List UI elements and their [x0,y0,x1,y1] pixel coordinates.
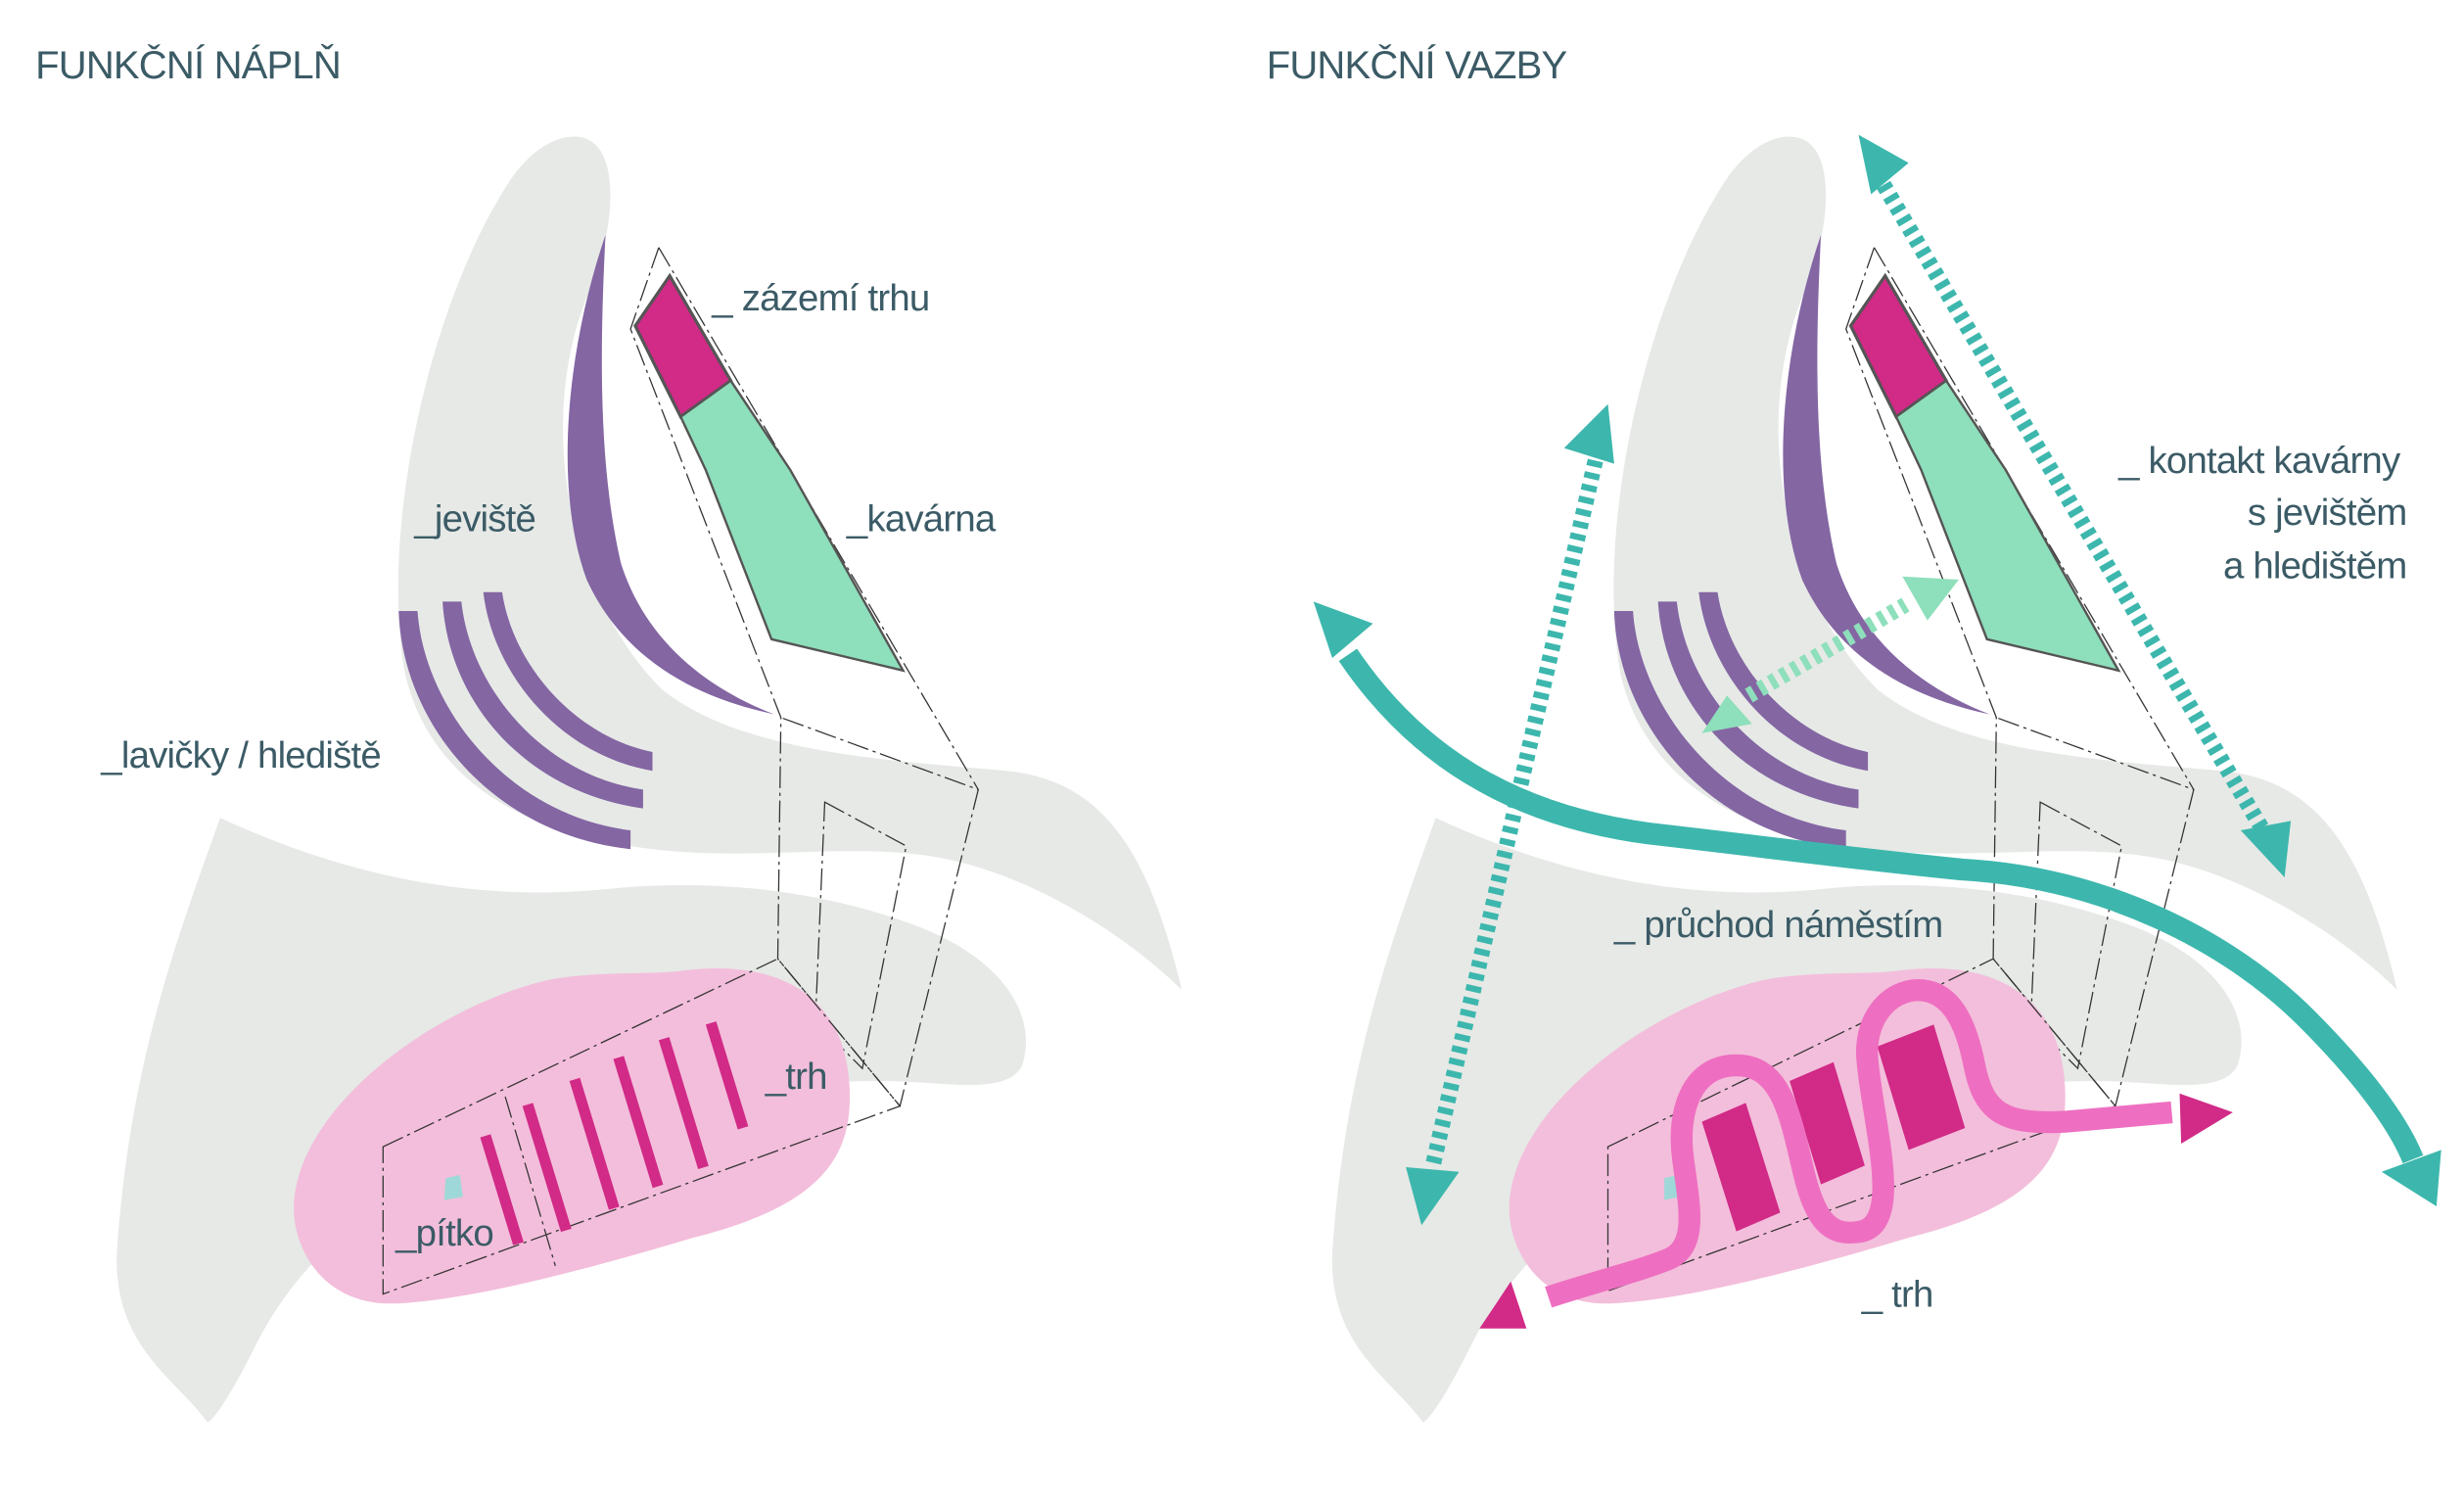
arrowhead-icon [2179,1093,2233,1144]
arrowhead-icon [1479,1281,1527,1329]
benches-group [1613,591,1869,850]
market-stall [705,1021,749,1130]
market-stall [658,1037,709,1169]
outline-line [2029,801,2123,1070]
market-path-arrow [1545,979,2173,1308]
arrowhead-icon [1858,134,1909,195]
label-market: _ trh [1861,1273,1933,1315]
bench-arc [442,601,643,809]
bench-arc [1698,591,1869,772]
fountain-icon [1664,1175,1679,1200]
cafe-stage-arrow-line [1744,597,1910,703]
fountain-icon [443,1175,463,1200]
arrowhead-icon [2240,821,2292,877]
panel-functional-content: FUNKČNÍ NÁPLŇ [35,43,1183,1423]
label-market-backstage: _ zázemí trhu [711,277,929,319]
panel-functional-relations: FUNKČNÍ VAZBY [1267,43,2441,1423]
market-stalls [480,1021,749,1246]
dashed-arrow-line [1424,458,1604,1169]
market-stall [522,1103,572,1233]
bench-arc [1657,601,1859,809]
arrowhead-icon [1902,576,1959,621]
label-passage: _ průchod náměstím [1613,904,1943,946]
market-stalls [1701,1024,1966,1232]
cafe-area [1894,379,2121,673]
label-cafe: _kavárna [846,497,997,540]
label-cafe-contact-line2: s jevištěm [2248,492,2407,534]
arrowhead-icon [1313,601,1373,658]
label-market: _trh [765,1056,827,1098]
market-stall [613,1056,664,1189]
stage-area [567,235,775,715]
cafe-area [678,379,906,673]
label-cafe-contact-line3: a hledištěm [2223,544,2407,587]
bench-arc [1613,611,1846,850]
label-stage: _jeviště [413,497,535,540]
market-stall [1701,1103,1781,1232]
benches-group [398,591,653,850]
market-stall [1790,1061,1865,1185]
arrowhead-icon [2381,1150,2441,1206]
label-cafe-contact-line1: _ kontakt kavárny [2117,440,2401,482]
arrowhead-icon [1701,695,1752,733]
panel-title: FUNKČNÍ NÁPLŇ [35,43,341,87]
passage-arrow [1338,648,2424,1164]
label-fountain: _pítko [395,1212,493,1254]
outline-line [814,801,907,1070]
label-benches: _lavičky / hlediště [100,734,381,776]
market-stall [480,1134,524,1246]
market-stall [1877,1024,1966,1151]
arrowhead-icon [1563,403,1614,464]
market-zone [294,967,851,1304]
market-stall [569,1077,620,1210]
arrowhead-icon [1406,1167,1460,1226]
bench-arc [398,611,631,850]
bench-arc [483,591,653,772]
market-outline [382,958,902,1295]
dashed-arrow-line [1877,180,2273,839]
stage-area [1783,235,1990,715]
panel-title: FUNKČNÍ VAZBY [1267,43,1567,87]
